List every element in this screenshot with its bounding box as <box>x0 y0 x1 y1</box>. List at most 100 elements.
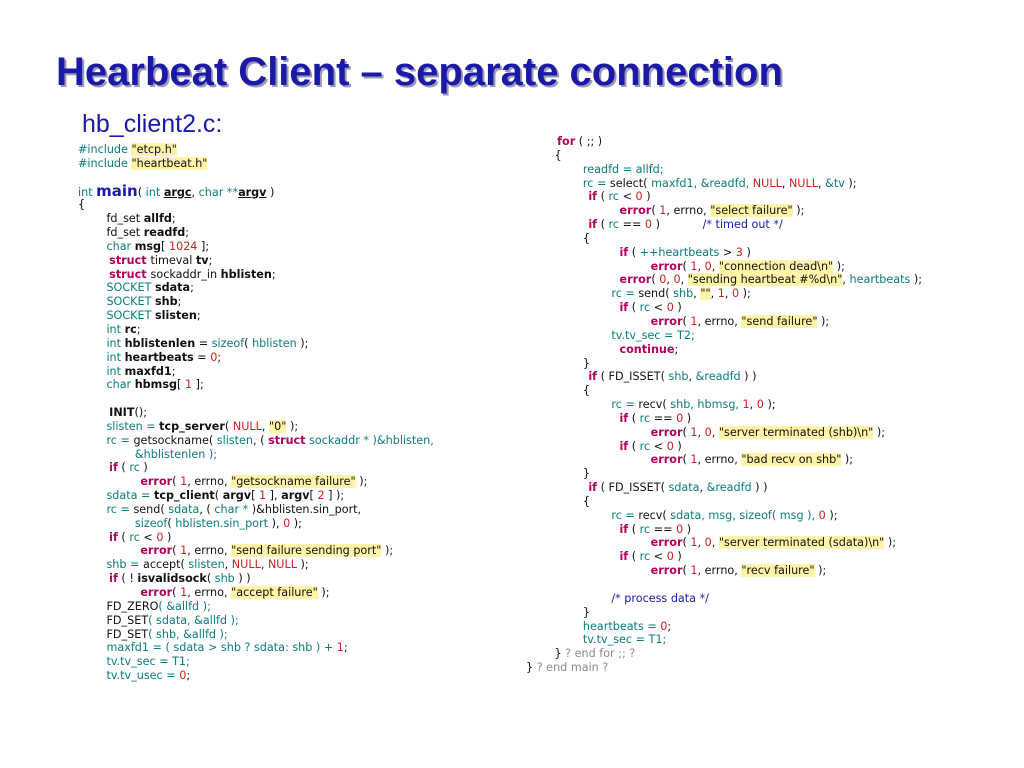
code-token: rc <box>608 218 620 232</box>
code-token: error <box>526 564 683 578</box>
code-token: ); <box>825 508 838 522</box>
code-token: "bad recv on shb" <box>741 453 842 467</box>
code-token: ]; <box>197 239 210 253</box>
code-token: , <box>666 273 674 287</box>
code-token: ( <box>662 398 671 412</box>
code-token: ); <box>817 314 830 328</box>
code-token: ); <box>833 259 845 273</box>
code-line: slisten = tcp_server( NULL, "0" ); <box>78 419 508 434</box>
code-token: hblistenlen <box>124 336 196 350</box>
code-token: shb = <box>78 558 143 572</box>
code-token: , <box>697 259 705 273</box>
code-token: ); <box>739 287 751 301</box>
code-token: , <box>697 425 705 439</box>
code-token: ( <box>172 586 181 599</box>
code-token: sizeof <box>211 336 245 350</box>
code-token: ( <box>682 314 691 328</box>
code-token: ( <box>160 502 169 516</box>
code-token: [ <box>161 239 169 253</box>
code-token: shb <box>214 572 235 586</box>
code-token: maxfd1, &readfd, <box>651 176 753 190</box>
code-token: maxfd1 = ( sdata > shb ? sdata: shb ) + <box>78 641 337 655</box>
code-token: "sending heartbeat #%d\n" <box>687 273 843 287</box>
code-token: ( <box>682 564 691 578</box>
code-token: 0 <box>676 522 684 536</box>
code-token: rc <box>639 550 651 564</box>
code-token: sdata, msg, <box>670 508 740 522</box>
code-token: } <box>526 605 591 619</box>
code-line: tv.tv_sec = T2; <box>526 329 966 343</box>
code-token: ); <box>296 558 309 572</box>
code-line: error( 1, errno, "getsockname failure" )… <box>78 475 508 489</box>
code-line: error( 1, errno, "send failure" ); <box>526 314 966 329</box>
code-token: ] ); <box>324 489 345 503</box>
code-token: NULL <box>788 176 818 190</box>
code-line: for ( ;; ) <box>526 135 966 149</box>
code-token: recv <box>638 508 663 522</box>
code-token: NULL <box>231 558 261 572</box>
code-token: rc <box>639 411 651 425</box>
code-token: 0 <box>283 516 291 530</box>
code-line: rc = recv( shb, hbmsg, 1, 0 ); <box>526 398 966 412</box>
code-token: ); <box>814 564 827 578</box>
code-token: continue <box>526 342 675 356</box>
code-token: , <box>191 185 199 199</box>
code-token: , <box>261 419 269 433</box>
code-token: 1 <box>690 425 698 439</box>
code-token: rc = <box>526 398 639 412</box>
code-token: error <box>526 425 683 439</box>
code-token: ( <box>117 530 130 544</box>
code-line: #include "etcp.h" <box>78 143 508 157</box>
code-token: ); <box>844 176 857 190</box>
code-token: 1 <box>258 489 267 503</box>
code-token: ; <box>271 267 276 281</box>
code-token: shb, hbmsg, <box>670 398 743 412</box>
code-token: 1 <box>690 536 698 550</box>
code-token: "send failure sending port" <box>231 544 382 558</box>
code-token: ( <box>651 204 660 218</box>
code-line: char hbmsg[ 1 ]; <box>78 378 508 392</box>
code-line: error( 1, errno, "accept failure" ); <box>78 586 508 600</box>
code-token: 0 <box>818 508 826 522</box>
code-token: recv <box>638 398 663 412</box>
code-token: ) <box>683 522 692 536</box>
code-token: hblisten.sin_port <box>175 516 269 530</box>
code-token: ( &allfd ); <box>158 599 211 613</box>
code-token: ( <box>206 572 215 586</box>
code-token: sizeof <box>78 516 168 530</box>
code-token: char <box>78 378 135 392</box>
code-token: tv.tv_sec = T1; <box>526 633 667 647</box>
code-token: , <box>817 176 826 190</box>
code-line: rc = recv( sdata, msg, sizeof( msg ), 0 … <box>526 509 966 523</box>
code-token: int <box>78 336 125 350</box>
code-token: &tv <box>825 176 845 190</box>
code-token: if <box>526 550 629 564</box>
code-token: ( <box>597 218 609 232</box>
code-token: if <box>526 301 629 315</box>
code-token: send <box>133 502 161 516</box>
code-token: slisten = <box>78 419 160 433</box>
code-token: ( <box>117 461 130 475</box>
code-token: getsockname <box>133 433 209 447</box>
code-token: ( <box>628 245 640 259</box>
code-token: error <box>526 453 683 467</box>
code-token: , <box>842 273 850 287</box>
code-token: ( <box>180 558 189 572</box>
code-token: 1 <box>690 314 698 328</box>
code-token: ( <box>208 433 217 447</box>
code-token: error <box>78 544 173 558</box>
code-token: heartbeats = <box>526 619 661 633</box>
code-token: ++heartbeats <box>639 245 720 259</box>
code-token: NULL <box>232 419 262 433</box>
code-token: int <box>78 322 125 336</box>
code-line: sdata = tcp_client( argv[ 1 ], argv[ 2 ]… <box>78 489 508 503</box>
code-token: , errno, <box>187 586 232 599</box>
code-token: tv <box>195 253 209 267</box>
code-line: if ( rc == 0 ) <box>526 412 966 426</box>
code-line: if ( rc == 0 ) <box>526 523 966 537</box>
code-token: /* timed out */ <box>702 218 783 232</box>
code-token: #include <box>78 156 132 170</box>
code-token: if <box>526 522 629 536</box>
code-token: struct <box>268 433 306 447</box>
code-token: ( ;; ) <box>575 135 603 148</box>
